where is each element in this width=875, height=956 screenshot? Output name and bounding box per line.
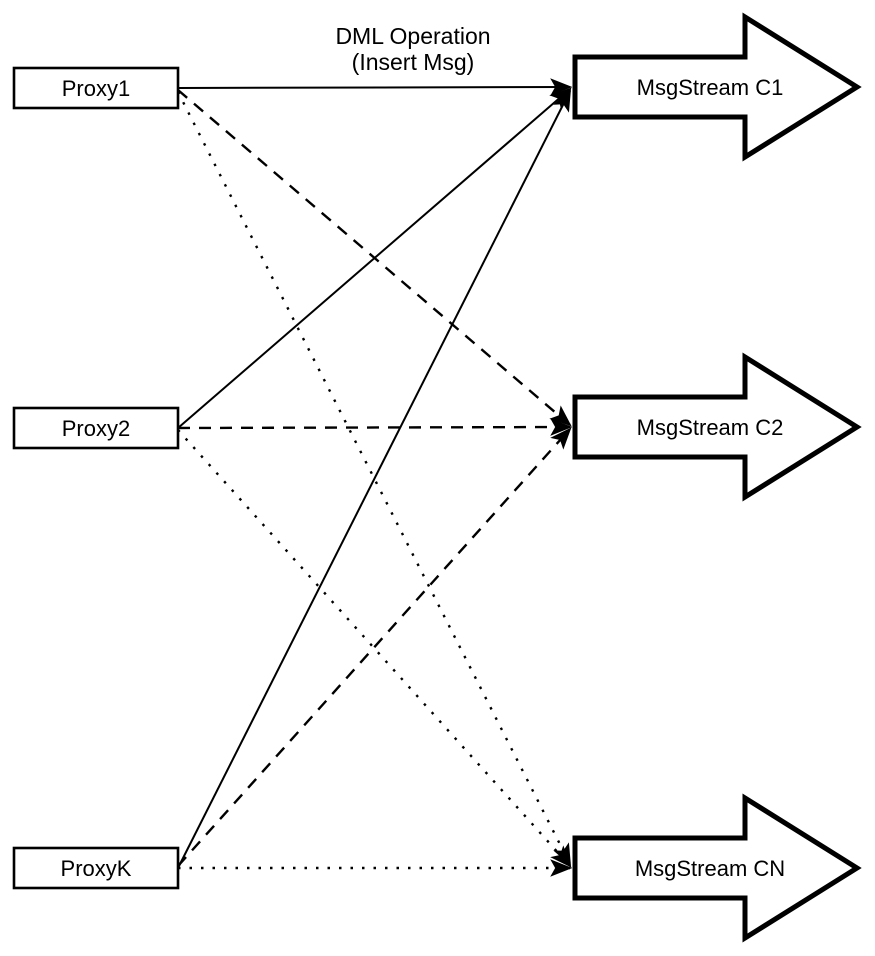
- msgstream-c2-arrow-shape: [572, 352, 862, 502]
- msgstream-cn-node: MsgStream CN: [572, 793, 862, 943]
- msgstream-cn-label: MsgStream CN: [635, 856, 785, 881]
- msgstream-c2-node: MsgStream C2: [572, 352, 862, 502]
- msgstream-c1-node: MsgStream C1: [572, 12, 862, 162]
- edge-proxy1-to-c1: [177, 78, 573, 96]
- proxy2-box: [12, 406, 180, 450]
- msgstream-c1-label: MsgStream C1: [637, 75, 784, 100]
- edge-proxy1-to-c2: [177, 89, 572, 427]
- edge-proxy2-to-c2: [177, 418, 573, 436]
- proxy1-label: Proxy1: [62, 76, 130, 101]
- msgstream-c1-arrow-shape: [572, 12, 862, 162]
- diagram-title: DML Operation (Insert Msg): [335, 23, 490, 75]
- proxyk-box: [12, 846, 180, 890]
- proxy2-node: Proxy2: [12, 406, 180, 450]
- proxyk-label: ProxyK: [61, 856, 132, 881]
- msgstream-c2-label: MsgStream C2: [637, 415, 784, 440]
- proxyk-node: ProxyK: [12, 846, 180, 890]
- proxy1-box: [12, 66, 180, 110]
- edge-proxyk-to-c1: [177, 89, 571, 869]
- title-line1: DML Operation: [335, 23, 490, 49]
- edge-proxyk-to-c2: [177, 427, 572, 867]
- proxy2-label: Proxy2: [62, 416, 130, 441]
- msgstream-cn-arrow-shape: [572, 793, 862, 943]
- connection-edges: [176, 78, 573, 877]
- proxy1-node: Proxy1: [12, 66, 180, 110]
- title-line2: (Insert Msg): [352, 49, 475, 75]
